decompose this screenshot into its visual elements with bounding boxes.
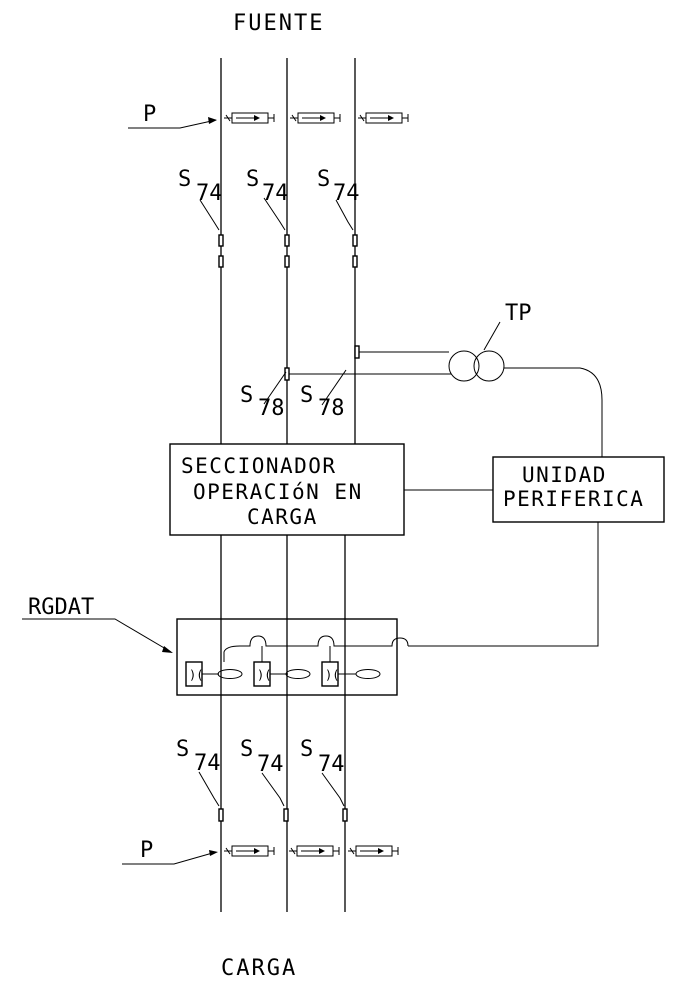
seccionador-line1: SECCIONADOR <box>181 454 337 478</box>
unidad-line1: UNIDAD <box>522 463 607 487</box>
s74-bottom-3-s: S <box>300 737 313 762</box>
s78-2-s: S <box>300 383 313 408</box>
s74-top-1-num: 74 <box>196 181 223 206</box>
s74-bottom-2-s: S <box>240 737 253 762</box>
p-pointer-top: P <box>128 102 217 129</box>
svg-text:)(: )( <box>257 668 271 682</box>
s74-top-3-s: S <box>317 167 330 192</box>
s74-top-2-num: 74 <box>262 181 289 206</box>
carga-label: CARGA <box>221 956 297 981</box>
s74-bottom-1-s: S <box>176 737 189 762</box>
unidad-periferica-box: UNIDAD PERIFERICA <box>492 456 665 523</box>
unidad-rgdat-wire <box>408 522 599 647</box>
s78-group: S 78 S 78 <box>240 369 347 421</box>
seccionador-line2: OPERACIóN EN <box>193 480 363 504</box>
rgdat-box: )( )( )( <box>176 618 409 696</box>
current-sensor-symbol <box>202 669 381 679</box>
fuente-label: FUENTE <box>233 11 324 36</box>
s78-1-s: S <box>240 383 253 408</box>
s74-top-1-s: S <box>178 167 191 192</box>
relay-symbol: )( )( )( <box>185 661 339 687</box>
svg-text:)(: )( <box>189 668 203 682</box>
s74-top-2-s: S <box>246 167 259 192</box>
switch-contact-symbol <box>218 234 358 268</box>
s78-2-num: 78 <box>318 396 345 421</box>
s74-bottom-1-num: 74 <box>194 751 221 776</box>
svg-text:)(: )( <box>325 668 339 682</box>
p-label-bottom: P <box>140 838 153 863</box>
switch-contact-symbol <box>218 808 348 822</box>
seccionador-box: SECCIONADOR OPERACIóN EN CARGA <box>169 443 405 536</box>
s78-1-num: 78 <box>258 396 285 421</box>
tp-label: TP <box>505 301 532 326</box>
voltage-transformer-symbol <box>448 350 505 382</box>
seccionador-line3: CARGA <box>247 505 318 529</box>
s74-bottom-2-num: 74 <box>257 752 284 777</box>
s74-bottom-group: S 74 S 74 S 74 <box>176 737 345 807</box>
arrester-symbol <box>224 845 399 857</box>
rgdat-signal-bus <box>223 635 409 662</box>
rgdat-label: RGDAT <box>28 595 94 620</box>
phase-lines <box>220 58 356 912</box>
p-label-top: P <box>143 102 156 127</box>
arrester-symbol <box>224 112 409 124</box>
s74-top-group: S 74 S 74 S 74 <box>178 167 360 231</box>
unidad-line2: PERIFERICA <box>503 487 644 511</box>
p-pointer-bottom: P <box>122 838 218 865</box>
tp-wiring <box>284 345 603 457</box>
